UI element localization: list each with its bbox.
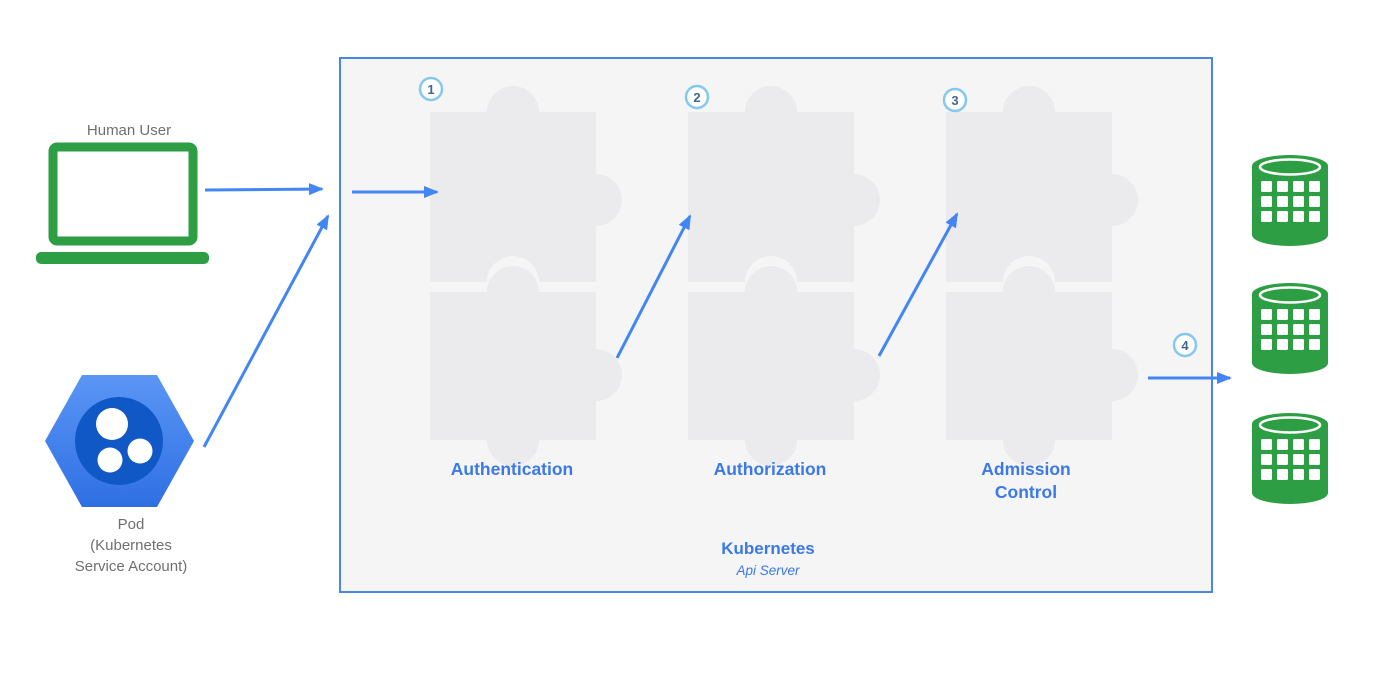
pod-icon [45,375,194,507]
badge-circle [418,76,444,102]
arrow-pod-to-apiserver [202,214,330,448]
step-badge-1: 1 [418,76,444,102]
api-server-box-subtitle: Api Server [735,563,800,578]
step-badge-3: 3 [942,87,968,113]
admission-control-label-line1: Admission [981,459,1070,479]
flow-arrows [202,183,1232,448]
laptop-icon [36,142,209,264]
badge-number: 1 [427,82,434,97]
database-icon-2 [1250,281,1330,376]
badge-number: 4 [1181,338,1189,353]
badge-circle [684,84,710,110]
database-icon-1 [1250,153,1330,248]
pod-label-line2: (Kubernetes [90,537,172,554]
arrow-human-to-apiserver [204,183,324,196]
badge-number: 3 [951,93,958,108]
arrow-authentication-to-authorization [615,214,692,359]
human-user-label: Human User [87,122,171,139]
badge-circle [942,87,968,113]
api-server-box-title: Kubernetes [721,539,815,558]
arrow-authorization-to-admission [877,212,959,357]
database-icon-3 [1250,411,1330,506]
authorization-puzzle-top-icon [688,86,880,282]
authorization-puzzle-bottom-icon [688,266,880,466]
authentication-label: Authentication [451,459,574,479]
badge-circle [1172,332,1198,358]
etcd-databases [1250,153,1330,506]
admission-control-label-line2: Control [995,482,1057,502]
authentication-puzzle-bottom-icon [430,266,622,466]
badge-number: 2 [693,90,700,105]
pod-label-line3: Service Account) [75,558,188,575]
step-badge-4: 4 [1172,332,1198,358]
authentication-puzzle-top-icon [430,86,622,282]
authorization-label: Authorization [714,459,827,479]
admission-puzzle-bottom-icon [946,266,1138,466]
step-badge-2: 2 [684,84,710,110]
admission-puzzle-top-icon [946,86,1138,282]
pod-label-line1: Pod [118,516,145,533]
